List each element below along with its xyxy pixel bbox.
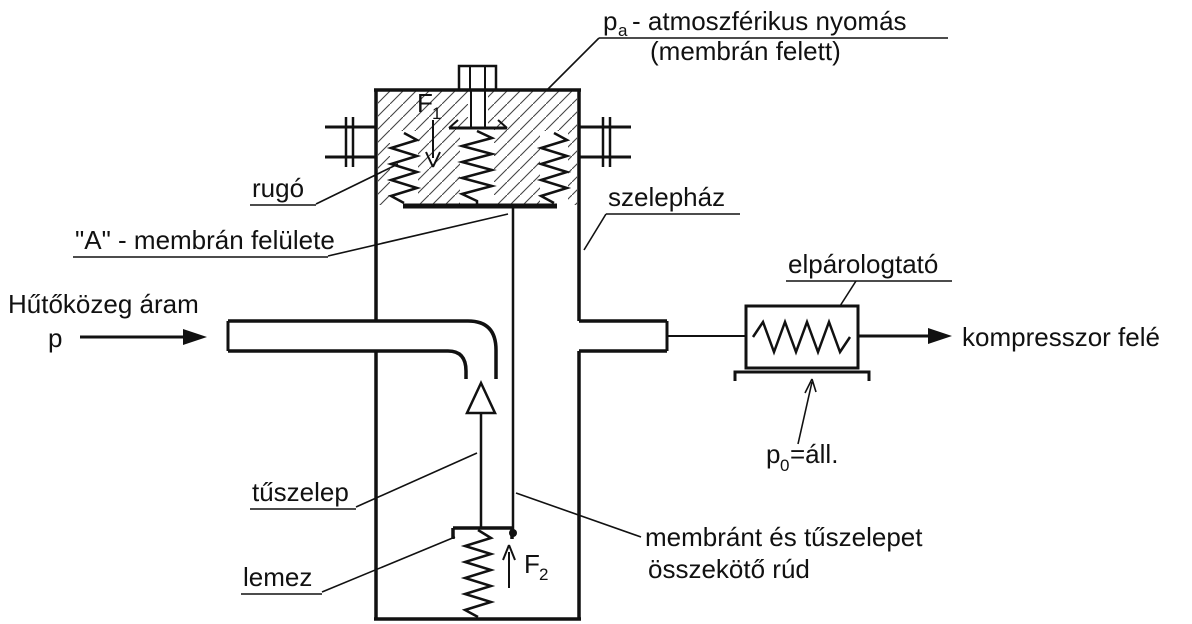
tuszelep-leader <box>355 452 478 508</box>
evaporator-tray <box>733 370 871 381</box>
label-rod-line2: összekötő rúd <box>648 554 810 584</box>
szelephaz-leader <box>583 213 607 251</box>
leader-lines <box>73 37 952 595</box>
label-elparologtato: elpárologtató <box>788 249 938 279</box>
top-springs <box>386 129 572 205</box>
label-szelephaz: szelepház <box>608 182 725 212</box>
label-f1-subscript: 1 <box>432 104 441 123</box>
needle-valve-cone <box>465 380 497 415</box>
adjusting-bolt <box>448 64 508 130</box>
label-tuszelep: tűszelep <box>252 477 349 507</box>
label-pa-line2: (membrán felett) <box>650 36 841 66</box>
spring-center <box>457 129 497 205</box>
bottom-spring <box>460 528 496 619</box>
rod-leader <box>515 492 642 538</box>
membrane-leader <box>327 213 509 257</box>
label-f1: F <box>417 88 433 118</box>
inlet-pipe <box>226 319 498 379</box>
f1-arrowhead <box>425 151 441 168</box>
label-pa-text: - atmoszférikus nyomás <box>632 6 907 36</box>
pa-leader <box>545 37 600 92</box>
inlet-flow-arrow <box>80 329 207 345</box>
p0-leader-arrowhead <box>804 378 817 394</box>
outlet-pipe <box>579 319 746 353</box>
label-membran-felulete: "A" - membrán felülete <box>75 225 335 255</box>
inlet-arrowhead <box>183 329 207 345</box>
label-kompresszor: kompresszor felé <box>962 322 1160 352</box>
label-p-symbol: p <box>48 323 62 353</box>
elparologtato-leader <box>839 280 857 307</box>
label-f2: F <box>524 549 540 579</box>
label-hutokozeg: Hűtőközeg áram <box>8 289 199 319</box>
evaporator-coil <box>751 318 852 356</box>
label-p0-subscript: 0 <box>780 456 789 475</box>
compressor-arrowhead <box>928 328 952 344</box>
evaporator <box>733 304 871 381</box>
p0-leader <box>797 381 813 445</box>
label-pa-symbol: p <box>603 6 617 36</box>
label-p0-symbol: p <box>766 439 780 469</box>
bolt-threads <box>469 66 486 90</box>
rugo-leader <box>315 163 399 205</box>
label-lemez: lemez <box>243 562 312 592</box>
valve-body-outline <box>374 88 581 621</box>
lemez-leader <box>321 536 456 593</box>
flange-bolts <box>344 117 612 167</box>
bolt-stem <box>470 90 486 128</box>
flange-plates <box>325 125 631 159</box>
force-f1-arrow <box>425 120 441 168</box>
inlet-pipe-inner <box>228 349 468 379</box>
bolt-body <box>457 64 498 92</box>
spring-right <box>536 131 572 205</box>
spring-seat-ticks <box>448 119 508 129</box>
spring-left <box>386 131 422 205</box>
label-f2-subscript: 2 <box>539 565 548 584</box>
force-f2-arrow <box>502 544 516 588</box>
f2-arrowhead <box>502 544 516 561</box>
label-rugo: rugó <box>252 173 304 203</box>
side-flanges <box>325 117 631 167</box>
label-rod-line1: membránt és tűszelepet <box>645 522 923 552</box>
compressor-flow-arrow <box>858 328 952 344</box>
stem-channel <box>468 90 488 128</box>
outlet-pipe-walls <box>579 319 667 353</box>
label-pa-subscript: a <box>618 21 628 40</box>
label-p0-text: =áll. <box>790 439 838 469</box>
inlet-pipe-outer <box>228 319 498 379</box>
